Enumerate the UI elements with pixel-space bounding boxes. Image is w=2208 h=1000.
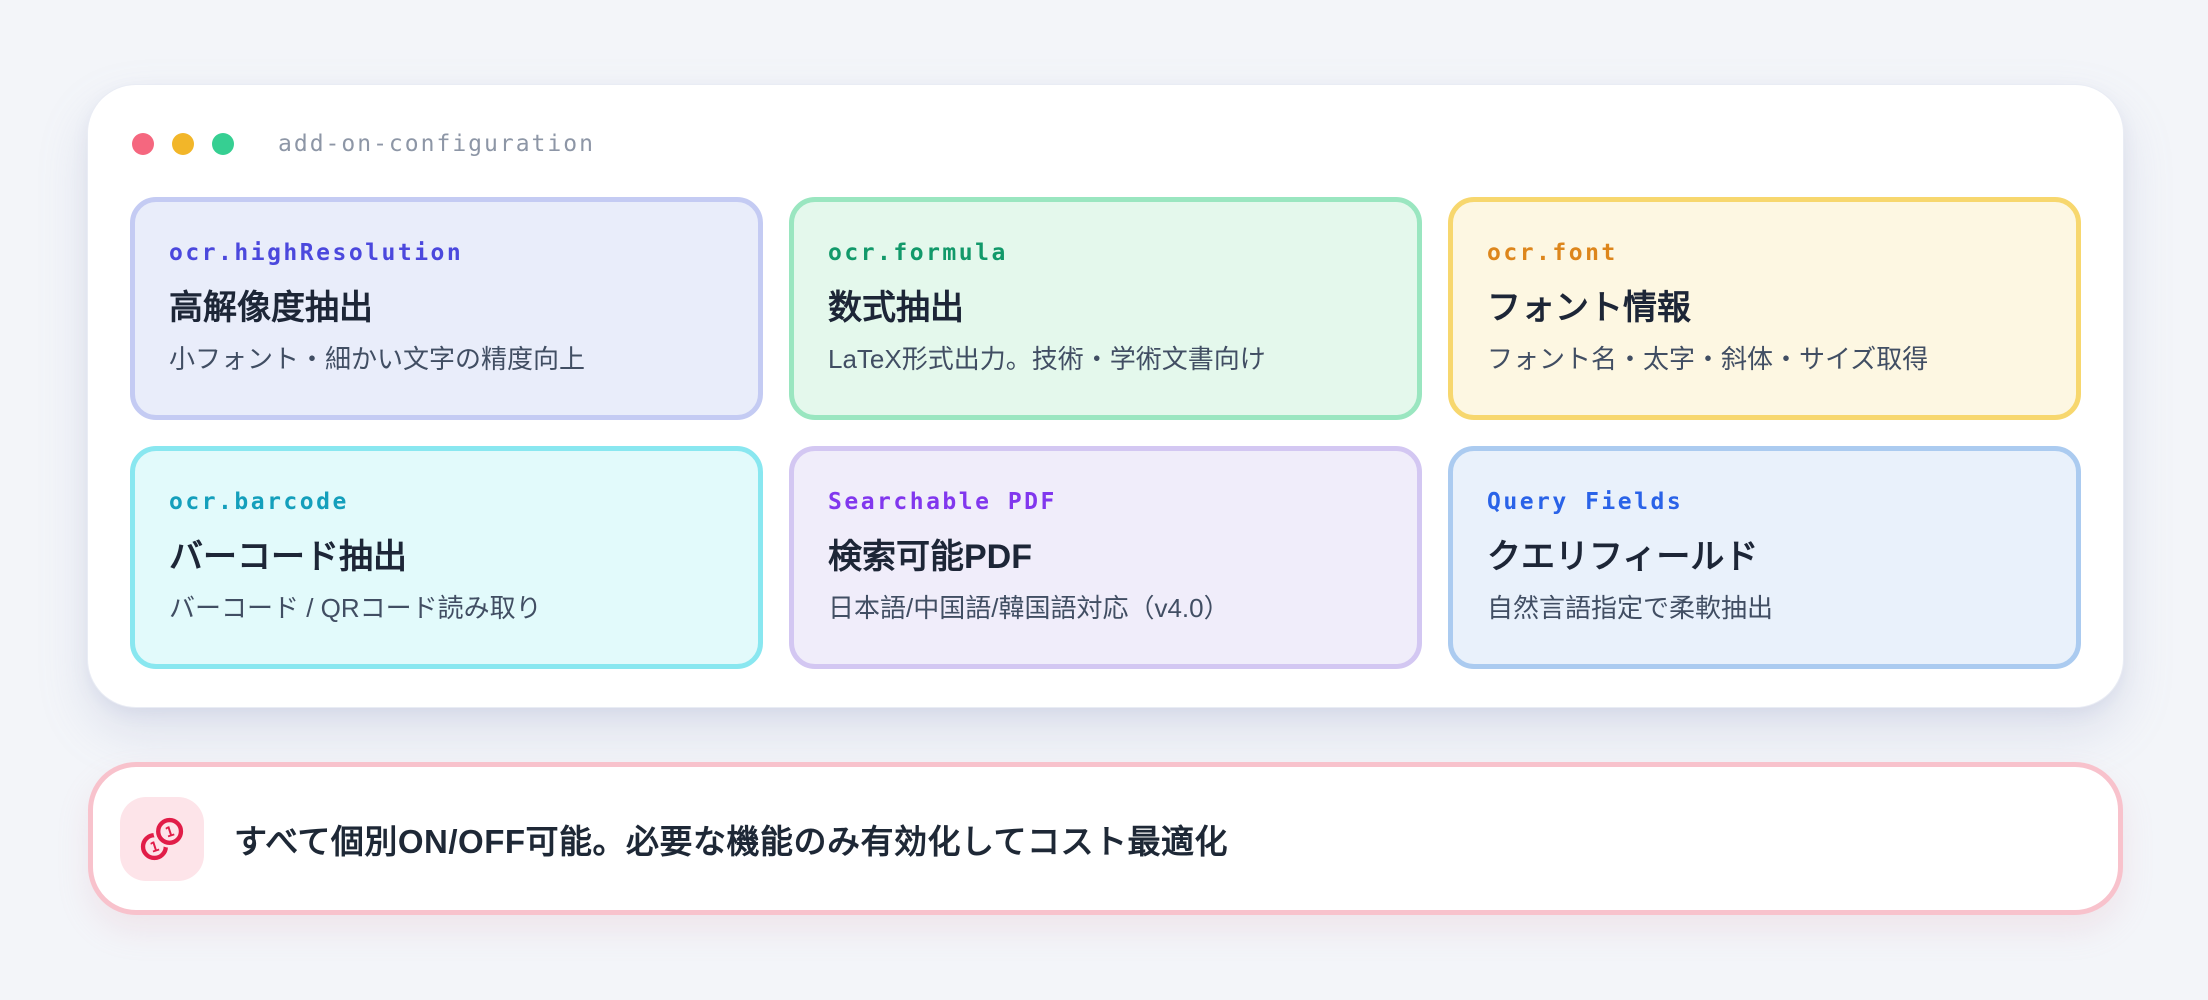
config-window: add-on-configuration ocr.highResolution …: [88, 85, 2123, 707]
addon-description: 小フォント・細かい文字の精度向上: [169, 343, 586, 374]
window-title: add-on-configuration: [278, 131, 595, 157]
addon-description: 日本語/中国語/韓国語対応（v4.0）: [828, 592, 1230, 623]
addon-title: クエリフィールド: [1487, 537, 1759, 576]
banner-message: すべて個別ON/OFF可能。必要な機能のみ有効化してコスト最適化: [234, 822, 1229, 860]
window-titlebar: add-on-configuration: [88, 85, 2123, 157]
addon-description: 自然言語指定で柔軟抽出: [1487, 592, 1774, 623]
addon-description: バーコード / QRコード読み取り: [169, 592, 542, 623]
traffic-light-zoom-button[interactable]: [212, 133, 234, 155]
addon-title: 高解像度抽出: [169, 288, 373, 327]
addon-code-label: ocr.font: [1487, 239, 1618, 266]
binary-toggle-icon: 1 1: [136, 813, 188, 865]
traffic-light-close-button[interactable]: [132, 133, 154, 155]
banner-icon-container: 1 1: [120, 796, 204, 881]
addon-card-ocr-font: ocr.font フォント情報 フォント名・太字・斜体・サイズ取得: [1448, 197, 2081, 420]
addon-code-label: Query Fields: [1487, 488, 1684, 515]
addon-title: フォント情報: [1487, 288, 1691, 327]
addon-card-searchable-pdf: Searchable PDF 検索可能PDF 日本語/中国語/韓国語対応（v4.…: [789, 446, 1422, 669]
addon-code-label: ocr.barcode: [169, 488, 349, 515]
traffic-light-minimize-button[interactable]: [172, 133, 194, 155]
addon-code-label: ocr.highResolution: [169, 239, 464, 266]
addon-card-ocr-formula: ocr.formula 数式抽出 LaTeX形式出力。技術・学術文書向け: [789, 197, 1422, 420]
addon-title: 数式抽出: [828, 288, 964, 327]
addon-card-ocr-high-resolution: ocr.highResolution 高解像度抽出 小フォント・細かい文字の精度…: [130, 197, 763, 420]
addon-card-ocr-barcode: ocr.barcode バーコード抽出 バーコード / QRコード読み取り: [130, 446, 763, 669]
addon-description: フォント名・太字・斜体・サイズ取得: [1487, 343, 1929, 374]
addon-card-query-fields: Query Fields クエリフィールド 自然言語指定で柔軟抽出: [1448, 446, 2081, 669]
addon-code-label: Searchable PDF: [828, 488, 1057, 515]
addon-description: LaTeX形式出力。技術・学術文書向け: [828, 343, 1266, 374]
cost-optimization-banner: 1 1 すべて個別ON/OFF可能。必要な機能のみ有効化してコスト最適化: [88, 762, 2123, 915]
addon-title: 検索可能PDF: [828, 537, 1032, 576]
addon-grid: ocr.highResolution 高解像度抽出 小フォント・細かい文字の精度…: [130, 197, 2081, 669]
addon-code-label: ocr.formula: [828, 239, 1008, 266]
addon-title: バーコード抽出: [169, 537, 407, 576]
